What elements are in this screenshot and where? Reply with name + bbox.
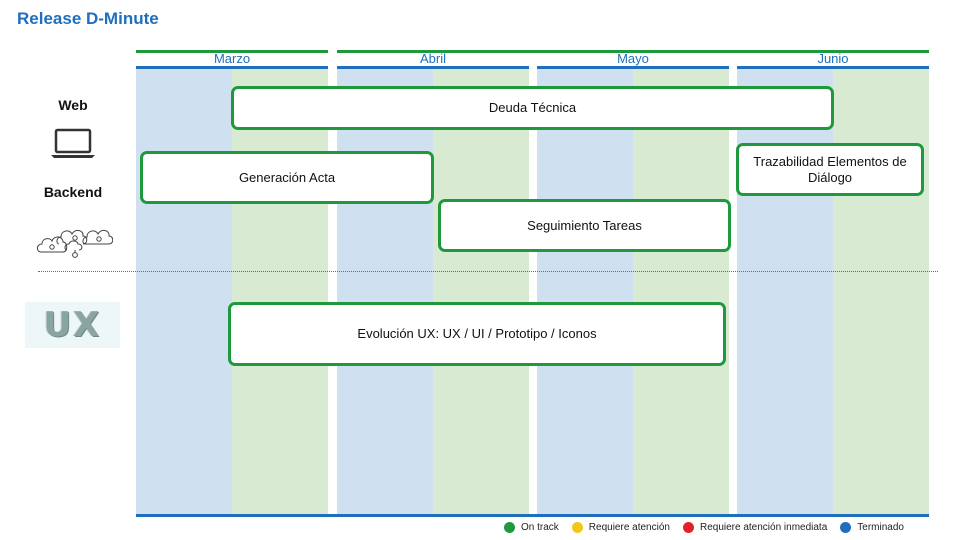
ux-logo: UX bbox=[25, 302, 120, 348]
column-marzo-first-half bbox=[136, 68, 232, 515]
legend-label: Terminado bbox=[857, 522, 904, 533]
legend-label: On track bbox=[521, 522, 559, 533]
task-evolucion-ux[interactable]: Evolución UX: UX / UI / Prototipo / Icon… bbox=[228, 302, 726, 366]
cloud-gears-icon bbox=[36, 229, 113, 258]
task-trazabilidad-elementos[interactable]: Trazabilidad Elementos de Diálogo bbox=[736, 143, 924, 196]
column-abril-second-half bbox=[433, 68, 529, 515]
legend-item-requiere-atencion-inmediata: Requiere atención inmediata bbox=[682, 522, 828, 533]
legend-label: Requiere atención bbox=[588, 522, 670, 533]
month-label-abril: Abril bbox=[419, 51, 446, 66]
month-label-mayo: Mayo bbox=[617, 51, 649, 66]
row-label-web: Web bbox=[58, 97, 88, 113]
month-underline-abril bbox=[337, 66, 529, 69]
month-underline-junio bbox=[737, 66, 929, 69]
column-junio-first-half bbox=[737, 68, 833, 515]
task-deuda-tecnica[interactable]: Deuda Técnica bbox=[231, 86, 834, 130]
page-title: Release D-Minute bbox=[17, 9, 159, 28]
column-abril-first-half bbox=[337, 68, 433, 515]
yellow-dot-icon bbox=[571, 522, 583, 533]
section-divider bbox=[38, 271, 938, 272]
task-generacion-acta[interactable]: Generación Acta bbox=[140, 151, 434, 204]
red-dot-icon bbox=[682, 522, 694, 533]
legend-item-requiere-atencion: Requiere atención bbox=[571, 522, 670, 533]
month-underline-marzo bbox=[136, 66, 328, 69]
month-top-line-rest bbox=[337, 50, 929, 53]
month-label-marzo: Marzo bbox=[213, 51, 251, 66]
legend-item-terminado: Terminado bbox=[840, 522, 904, 533]
legend-label: Requiere atención inmediata bbox=[699, 522, 828, 533]
column-junio-second-half bbox=[833, 68, 929, 515]
green-dot-icon bbox=[504, 522, 515, 533]
month-underline-mayo bbox=[537, 66, 729, 69]
blue-dot-icon bbox=[840, 522, 852, 533]
month-top-line-marzo bbox=[136, 50, 328, 53]
column-mayo-second-half bbox=[633, 68, 729, 515]
column-mayo-first-half bbox=[537, 68, 633, 515]
status-legend: On track Requiere atención Requiere aten… bbox=[504, 522, 904, 533]
row-label-backend: Backend bbox=[43, 184, 103, 200]
legend-item-on-track: On track bbox=[504, 522, 559, 533]
month-label-junio: Junio bbox=[817, 51, 849, 66]
column-marzo-second-half bbox=[232, 68, 328, 515]
task-seguimiento-tareas[interactable]: Seguimiento Tareas bbox=[438, 199, 731, 252]
laptop-icon bbox=[51, 128, 95, 158]
timeline-bottom-line bbox=[136, 514, 929, 517]
